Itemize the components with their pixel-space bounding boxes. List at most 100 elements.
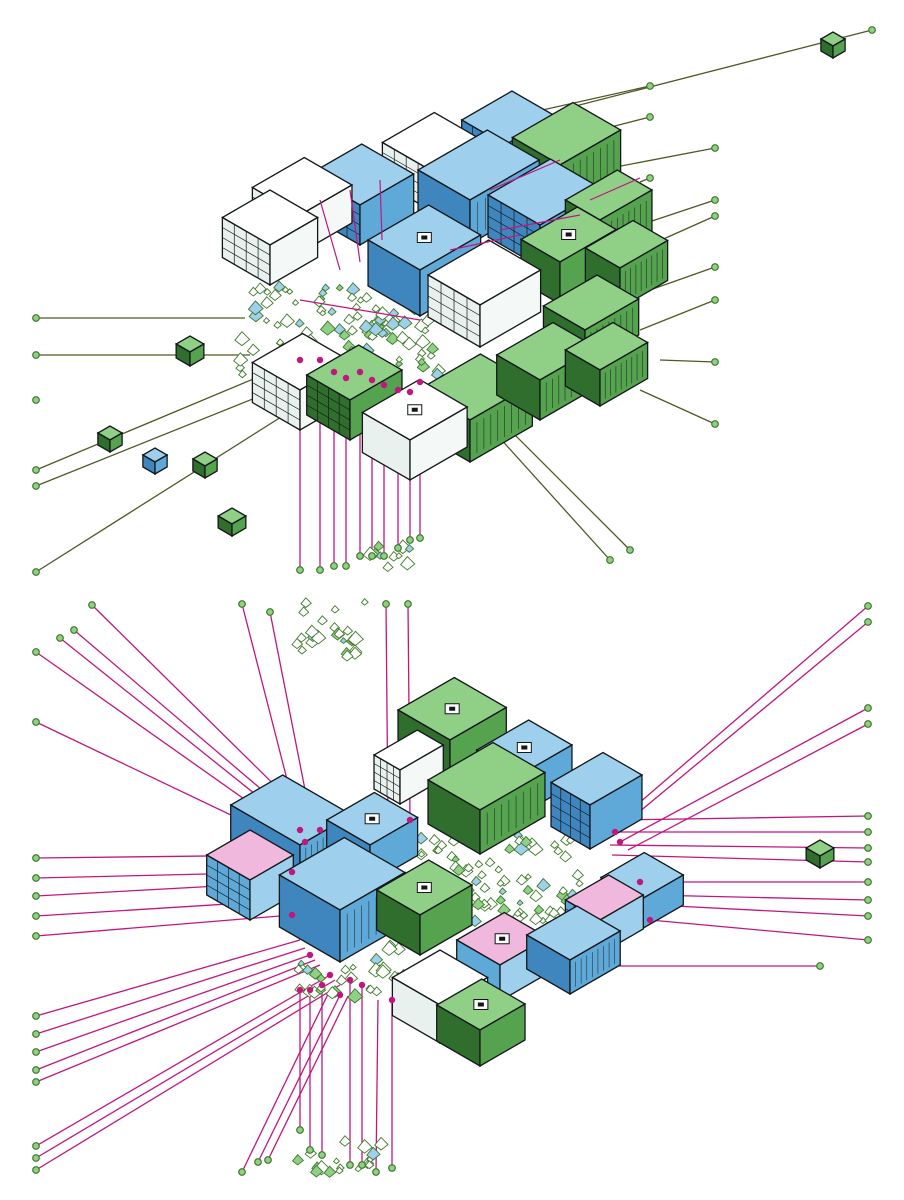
- dot-terminal-icon: [606, 556, 614, 564]
- wire: [379, 179, 383, 241]
- shard-icon: [340, 964, 351, 975]
- dot-terminal-icon: [306, 1146, 314, 1154]
- wire: [589, 177, 641, 201]
- dot-terminal-icon: [342, 562, 350, 570]
- leader-line: [35, 404, 301, 573]
- leader-line: [654, 904, 869, 917]
- shard-icon: [343, 313, 356, 325]
- dot-terminal-icon: [358, 1161, 366, 1169]
- dot-terminal-icon: [32, 912, 40, 920]
- dot-terminal-icon: [32, 932, 40, 940]
- magenta-node: [316, 356, 324, 364]
- dot-terminal-icon: [382, 600, 390, 608]
- shard-icon: [335, 1166, 344, 1175]
- shard-icon: [433, 845, 444, 855]
- dot-terminal-icon: [864, 812, 872, 820]
- module-cube: [205, 829, 295, 922]
- shard-icon: [291, 299, 300, 306]
- shard-icon: [385, 316, 401, 331]
- dot-terminal-icon: [416, 534, 424, 542]
- dot-terminal-icon: [711, 358, 719, 366]
- magenta-node: [318, 981, 326, 989]
- port-icon: [499, 936, 506, 941]
- shard-icon: [273, 280, 286, 293]
- shard-icon: [520, 835, 533, 848]
- shard-icon: [291, 1154, 305, 1166]
- magenta-node: [296, 986, 304, 994]
- dot-terminal-icon: [356, 552, 364, 560]
- shard-icon: [319, 320, 337, 336]
- dot-terminal-icon: [388, 1164, 396, 1172]
- shard-icon: [395, 359, 404, 368]
- dot-terminal-icon: [32, 718, 40, 726]
- leader-line: [619, 707, 869, 843]
- dot-terminal-icon: [864, 936, 872, 944]
- dot-terminal-icon: [266, 608, 274, 616]
- dot-terminal-icon: [32, 1154, 40, 1162]
- shard-icon: [273, 320, 282, 329]
- dot-terminal-icon: [238, 600, 246, 608]
- cube-right-face: [109, 431, 123, 454]
- dot-terminal-icon: [32, 351, 40, 359]
- shard-icon: [339, 1135, 352, 1147]
- grid-line: [373, 771, 401, 788]
- small-cube-icon: [216, 507, 248, 538]
- shard-icon: [395, 355, 404, 363]
- small-cube-icon: [96, 425, 124, 454]
- shard-icon: [528, 841, 544, 856]
- shard-icon: [309, 1164, 324, 1178]
- magenta-node: [616, 838, 624, 846]
- grid-line: [206, 884, 251, 911]
- shard-icon: [330, 604, 340, 614]
- shard-icon: [558, 886, 569, 896]
- shard-icon: [248, 307, 264, 323]
- dot-terminal-icon: [372, 1168, 380, 1176]
- magenta-node: [330, 368, 338, 376]
- shard-icon: [524, 873, 532, 880]
- magenta-node: [388, 996, 396, 1004]
- shard-icon: [304, 624, 320, 639]
- leader-line: [619, 815, 869, 821]
- dot-terminal-icon: [404, 600, 412, 608]
- dot-terminal-icon: [32, 854, 40, 862]
- shard-icon: [341, 649, 354, 662]
- shard-icon: [371, 986, 383, 997]
- grid-line: [306, 404, 351, 431]
- dot-terminal-icon: [32, 466, 40, 474]
- dot-terminal-icon: [32, 1166, 40, 1174]
- shard-icon: [553, 846, 564, 856]
- module-cube: [564, 321, 649, 408]
- shard-icon: [319, 309, 327, 317]
- cube-right-face: [269, 216, 319, 287]
- grid-line: [550, 804, 591, 828]
- shard-icon: [263, 288, 272, 296]
- shard-icon: [298, 606, 310, 617]
- magenta-node: [296, 356, 304, 364]
- dot-terminal-icon: [394, 544, 402, 552]
- shard-icon: [248, 286, 259, 297]
- shard-icon: [452, 863, 466, 876]
- shard-icon: [342, 625, 354, 636]
- port-icon: [565, 232, 572, 237]
- dot-terminal-icon: [816, 962, 824, 970]
- magenta-node: [646, 916, 654, 924]
- shard-icon: [233, 352, 249, 367]
- shard-icon: [321, 283, 331, 292]
- leader-line: [639, 299, 716, 331]
- shard-icon: [415, 334, 431, 349]
- magenta-node: [406, 816, 414, 824]
- shard-icon: [368, 321, 384, 337]
- shard-icon: [260, 296, 274, 309]
- shard-icon: [559, 850, 573, 863]
- leader-line: [35, 964, 321, 1083]
- cube-right-face: [479, 771, 546, 856]
- shard-icon: [281, 286, 290, 294]
- dot-terminal-icon: [88, 601, 96, 609]
- leader-terminals: [32, 26, 876, 1176]
- port-icon: [411, 407, 418, 412]
- dot-terminal-icon: [711, 420, 719, 428]
- dot-terminal-icon: [711, 212, 719, 220]
- shard-icon: [474, 859, 484, 869]
- shard-icon: [339, 637, 348, 645]
- shard-icon: [268, 288, 282, 301]
